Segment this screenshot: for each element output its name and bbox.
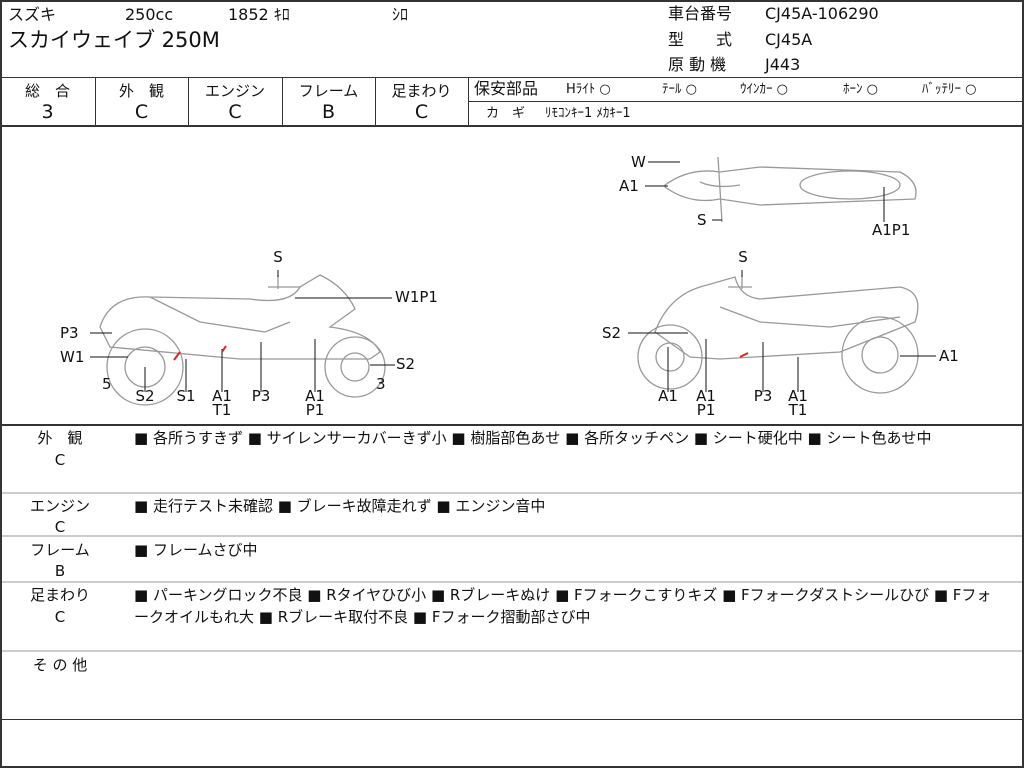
safety-tail: ﾃｰﾙ ○ [662, 82, 697, 97]
scooter-left-side [99, 274, 386, 406]
damage-label: W1P1 [395, 288, 438, 306]
note-engine-text: ■ 走行テスト未確認 ■ ブレーキ故障走れず ■ エンジン音中 [134, 497, 546, 515]
damage-label: T1 [212, 401, 232, 419]
rating-suspension-label: 足まわり [391, 82, 452, 100]
safety-battery: ﾊﾞｯﾃﾘｰ ○ [922, 82, 977, 97]
safety-label: 保安部品 [474, 79, 539, 98]
damage-label: P3 [60, 324, 79, 342]
note-frame-label: フレーム [30, 541, 90, 559]
keys-value: ﾘﾓｺﾝｷｰ1 ﾒｶｷｰ1 [545, 106, 631, 121]
damage-label: A1 [788, 387, 808, 405]
damage-label: P3 [251, 387, 271, 405]
damage-label: A1P1 [872, 221, 911, 239]
engine-label: 原 動 機 [668, 55, 727, 74]
chassis-label: 車台番号 [668, 4, 733, 23]
note-suspension-label: 足まわり [29, 586, 90, 604]
damage-label: A1 [619, 177, 639, 195]
note-exterior-label: 外 観 [37, 429, 83, 447]
scooter-diagram [90, 156, 936, 406]
damage-label: A1 [212, 387, 232, 405]
rating-overall-value: 3 [41, 101, 54, 123]
damage-label: S [273, 248, 283, 266]
chassis-number: CJ45A-106290 [765, 4, 879, 23]
rating-overall-label: 総 合 [24, 82, 70, 100]
safety-headlight: Hﾗｲﾄ ○ [566, 82, 611, 97]
maker: スズキ [8, 5, 57, 24]
damage-label: T1 [788, 401, 808, 419]
damage-label: P1 [696, 401, 716, 419]
note-engine-grade: C [54, 518, 66, 536]
damage-label: S1 [176, 387, 196, 405]
damage-label: P1 [305, 401, 325, 419]
damage-label: A1 [305, 387, 325, 405]
rating-engine-value: C [228, 101, 242, 123]
damage-label: S2 [396, 355, 416, 373]
damage-label: S2 [602, 324, 622, 342]
damage-label: P3 [753, 387, 773, 405]
note-engine-label: エンジン [29, 497, 90, 515]
rating-exterior-label: 外 観 [118, 82, 164, 100]
damage-label: S [738, 248, 748, 266]
rating-engine-label: エンジン [204, 82, 265, 100]
damage-label: A1 [939, 347, 959, 365]
model-name: スカイウェイブ 250M [8, 28, 220, 52]
safety-horn: ﾎｰﾝ ○ [843, 82, 878, 97]
keys-label: カ ギ [486, 106, 526, 121]
damage-label: A1 [658, 387, 678, 405]
rating-frame-label: フレーム [298, 82, 359, 100]
type-label: 型 式 [668, 30, 733, 49]
rating-suspension-value: C [414, 101, 429, 123]
note-exterior-grade: C [54, 451, 66, 469]
damage-label: S2 [135, 387, 155, 405]
type-value: CJ45A [765, 30, 813, 49]
rating-frame-value: B [321, 101, 336, 123]
note-frame-grade: B [54, 562, 66, 580]
displacement: 250cc [125, 5, 174, 24]
color: ｼﾛ [392, 5, 409, 24]
engine-value: J443 [765, 55, 801, 74]
damage-label: S [697, 211, 707, 229]
note-exterior-text: ■ 各所うすきず ■ サイレンサーカバーきず小 ■ 樹脂部色あせ ■ 各所タッチ… [134, 429, 932, 447]
safety-winker: ｳｲﾝｶｰ ○ [740, 82, 788, 97]
rating-exterior-value: C [134, 101, 149, 123]
note-other-label: そ の 他 [32, 656, 88, 674]
mileage: 1852 ｷﾛ [228, 5, 290, 24]
note-suspension-text: ■ パーキングロック不良 ■ Rタイヤひび小 ■ Rブレーキぬけ ■ Fフォーク… [134, 586, 992, 626]
damage-label: 5 [102, 375, 112, 393]
note-suspension-grade: C [54, 608, 66, 626]
scooter-top-view [664, 156, 917, 223]
damage-label: W1 [60, 348, 85, 366]
scooter-right-side [637, 275, 919, 394]
damage-label: W [631, 153, 646, 171]
damage-label: A1 [696, 387, 716, 405]
damage-label: 3 [376, 375, 386, 393]
note-frame-text: ■ フレームさび中 [134, 541, 258, 559]
